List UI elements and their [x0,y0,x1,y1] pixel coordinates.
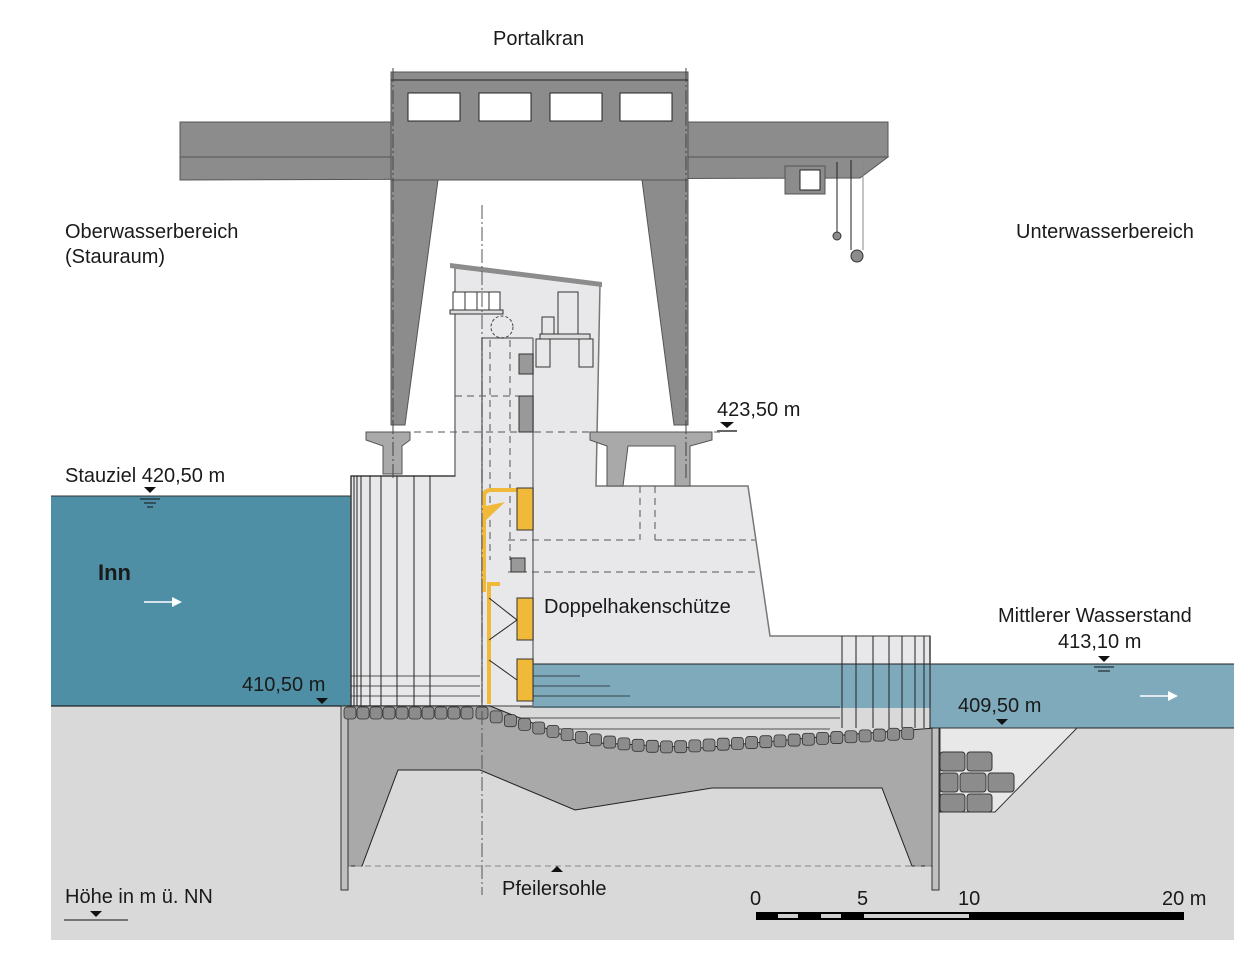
paving-stone [382,706,396,720]
paving-stone [674,740,688,754]
paving-stone [858,729,872,743]
paving-stone [617,737,631,751]
paving-stone [589,733,602,747]
paving-stone [532,721,546,735]
paving-stone [801,732,815,746]
paving-stone [603,735,617,749]
mean-water-value: 413,10 m [1058,631,1141,653]
paving-stone [731,736,744,750]
paving-stone [447,706,461,720]
paving-stone [901,726,915,740]
paving-stone [546,724,560,738]
paving-stone [343,706,357,720]
paving-stone [716,737,730,751]
riprap-downstream [939,727,1079,813]
paving-stone [421,706,435,720]
paving-stone [660,740,673,754]
paving-stone [816,731,829,745]
scale-tick-0: 0 [750,888,761,910]
top-deck-level: 423,50 m [717,399,800,421]
scale-tick-10: 10 [958,888,980,910]
downstream-area-label: Unterwasserbereich [1016,221,1194,243]
foundation-label: Pfeilersohle [502,878,607,900]
scale-tick-5: 5 [857,888,868,910]
paving-stone [489,710,503,724]
paving-stone [460,706,474,720]
paving-stone [574,730,588,744]
level-markers [64,422,1114,921]
paving-stone [787,733,801,747]
diagram-title: Portalkran [493,28,584,50]
paving-stone [503,714,517,728]
mean-water-label: Mittlerer Wasserstand [998,605,1192,627]
paving-stone [518,718,531,731]
downstream-bed-level: 409,50 m [958,695,1041,717]
upstream-bed-level: 410,50 m [242,674,325,696]
scale-tick-20: 20 m [1162,888,1206,910]
retention-level-label: Stauziel 420,50 m [65,465,225,487]
paving-stone [356,706,370,720]
riprap-bricks [351,675,840,730]
upstream-area-label: Oberwasserbereich [65,221,238,243]
paving-stone [745,736,759,749]
paving-stone [395,706,409,720]
downstream-water [930,664,1234,728]
paving-stone [434,706,448,720]
gate-label: Doppelhakenschütze [544,596,731,618]
sheet-piles-upstream [350,475,455,706]
paving-stone [560,728,574,741]
paving-stone [773,734,787,748]
scale-bar: 0 5 10 20 m [750,888,1206,920]
paving-stone [369,706,383,720]
river-label: Inn [98,560,131,585]
upstream-water [51,496,351,706]
upstream-area-sublabel: (Stauraum) [65,246,165,268]
paving-stone [830,731,844,744]
paving-stone [887,727,900,741]
flow-arrow-icons [144,597,1178,701]
paving-stone [408,706,422,720]
paving-stone [844,730,858,744]
paving-stone [759,735,773,749]
paving-stone [645,739,659,753]
paving-stone [688,739,702,753]
double-hook-gate [482,487,534,704]
paving-stone [872,728,886,742]
gantry-crane [179,68,890,487]
sheet-piles-downstream [841,636,931,728]
paving-stones [343,706,915,754]
height-reference-label: Höhe in m ü. NN [65,886,213,908]
weir-pier [350,263,931,708]
paving-stone [631,738,645,752]
paving-stone [702,738,716,752]
